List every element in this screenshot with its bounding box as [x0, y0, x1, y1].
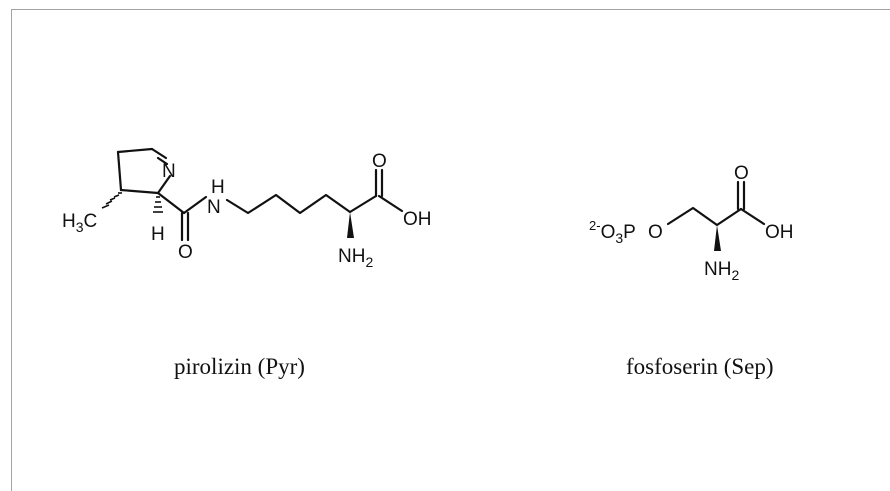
atom-label: H [211, 177, 225, 198]
atom-label: 2-O3P [589, 218, 636, 246]
bond [119, 188, 160, 195]
atom-label: H3C [62, 211, 97, 235]
figure-frame [11, 9, 890, 491]
atom-label: NH2 [704, 259, 739, 283]
bond [150, 147, 168, 160]
caption-pyrrolysine: pirolizin (Pyr) [174, 354, 305, 379]
atom-label: N [162, 161, 176, 182]
atom-label: O [734, 163, 749, 184]
pyrrolysine-structure: N H3C H O H N O OH NH2 [62, 147, 432, 270]
bold-wedge [347, 212, 354, 238]
bond [377, 194, 404, 213]
atom-label: O [178, 242, 193, 263]
bond [116, 147, 154, 154]
atom-label: NH2 [338, 246, 373, 270]
hashed-wedge [153, 196, 163, 213]
bond [156, 156, 169, 166]
caption-phosphoserine: fosfoserin (Sep) [626, 354, 774, 379]
hashed-wedge [101, 192, 122, 209]
bond [182, 195, 208, 215]
bond [739, 207, 766, 226]
phosphoserine-structure: 2-O3P O O OH NH2 [589, 163, 794, 283]
bond [225, 193, 378, 215]
atom-label: H [151, 224, 165, 245]
bond [156, 191, 186, 215]
bond [666, 206, 743, 227]
atom-label: OH [765, 222, 794, 243]
atom-label: O [648, 222, 663, 243]
bold-wedge [714, 225, 721, 251]
atom-label: N [207, 197, 221, 218]
atom-label: O [372, 151, 387, 172]
bond [156, 174, 172, 195]
atom-label: OH [403, 209, 432, 230]
bond [116, 150, 123, 192]
